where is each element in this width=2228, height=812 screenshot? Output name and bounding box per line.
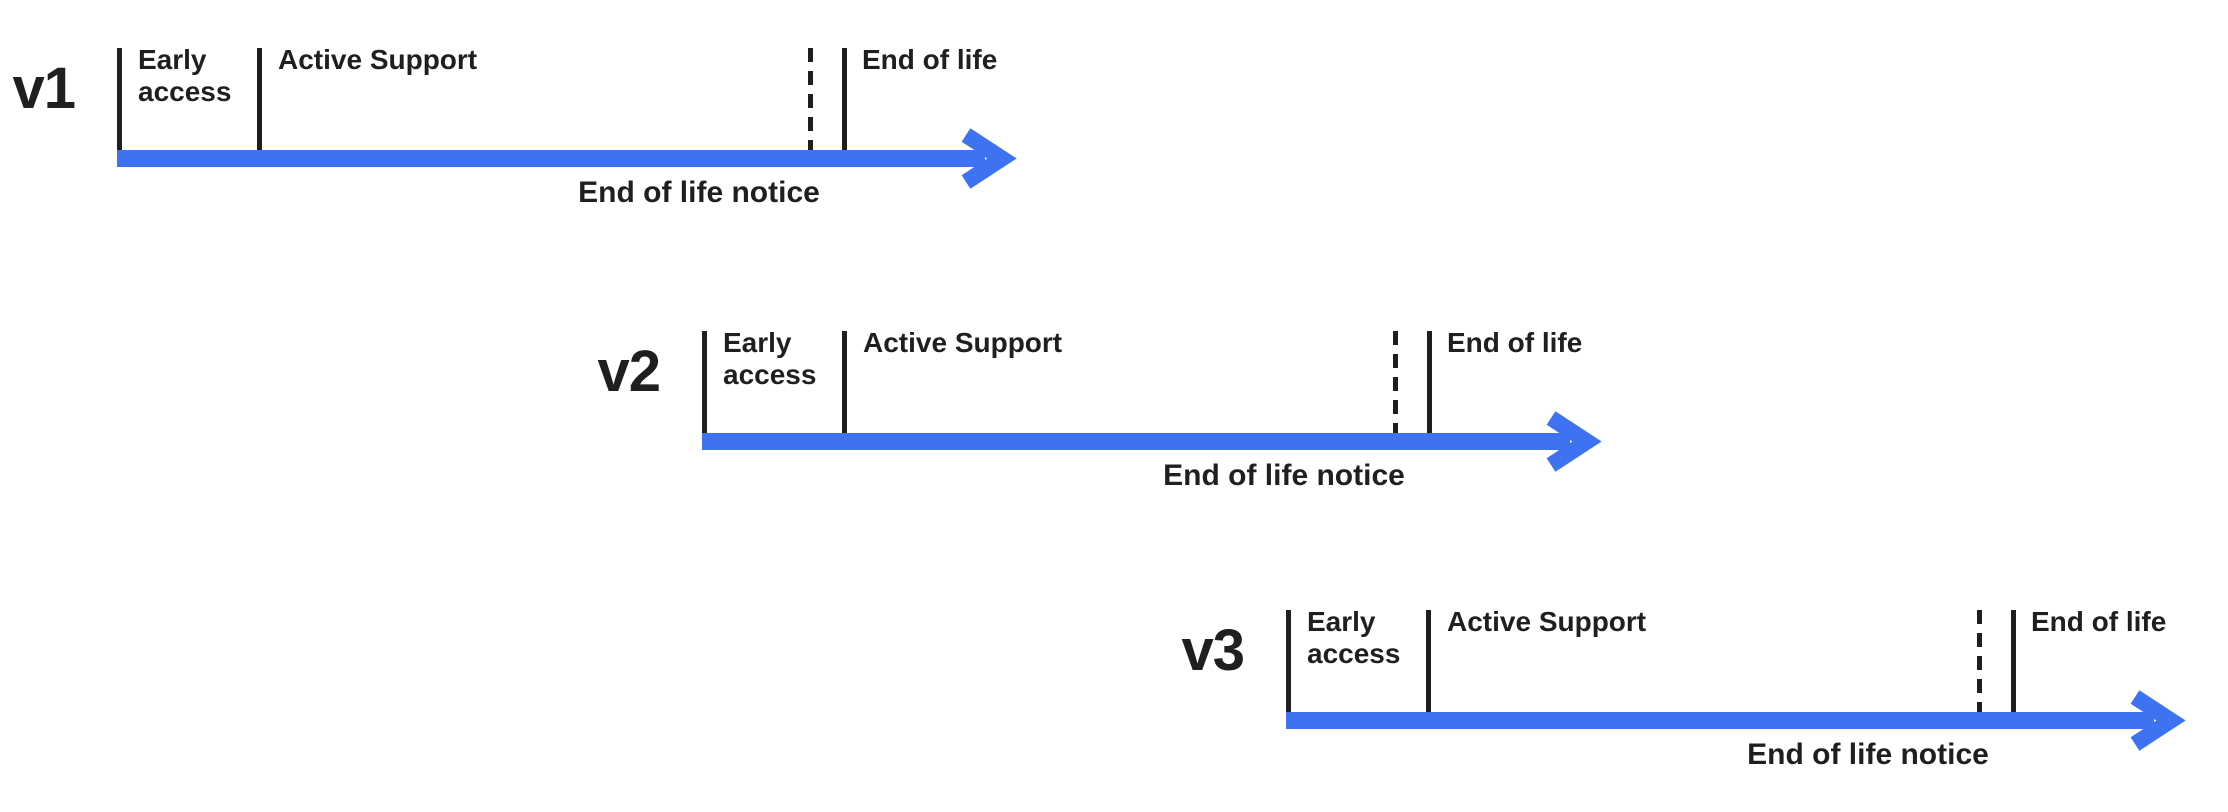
version-row-v3: v3 Early access Active Support End of li… [1181,606,2206,800]
eol-notice-start-tick-dashed [1393,331,1398,434]
timeline-arrow [702,411,1602,472]
end-of-life-tick [1427,331,1432,434]
early-access-start-tick [117,48,122,151]
active-support-label: Active Support [1447,606,1647,637]
active-support-start-tick [1426,610,1431,713]
end-of-life-tick [842,48,847,151]
early-access-label: Early access [138,44,232,107]
version-row-v1: v1 Early access Active Support End of li… [12,44,1037,238]
active-support-start-tick [257,48,262,151]
early-access-label: Early access [1307,606,1401,669]
end-of-life-tick [2011,610,2016,713]
early-access-label: Early access [723,327,817,390]
timeline-arrow [117,128,1017,189]
end-of-life-label: End of life [2031,606,2167,637]
version-row-v2: v2 Early access Active Support End of li… [597,327,1622,521]
eol-notice-label: End of life notice [1747,738,1989,771]
eol-notice-start-tick-dashed [1977,610,1982,713]
eol-notice-label: End of life notice [578,176,820,209]
version-label: v3 [1181,618,1245,683]
version-label: v1 [12,56,76,121]
active-support-label: Active Support [863,327,1063,358]
eol-notice-label: End of life notice [1163,459,1405,492]
end-of-life-label: End of life [862,44,998,75]
active-support-start-tick [842,331,847,434]
early-access-start-tick [1286,610,1291,713]
early-access-start-tick [702,331,707,434]
version-label: v2 [597,339,661,404]
active-support-label: Active Support [278,44,478,75]
eol-notice-start-tick-dashed [808,48,813,151]
timeline-arrow [1286,690,2186,751]
end-of-life-label: End of life [1447,327,1583,358]
